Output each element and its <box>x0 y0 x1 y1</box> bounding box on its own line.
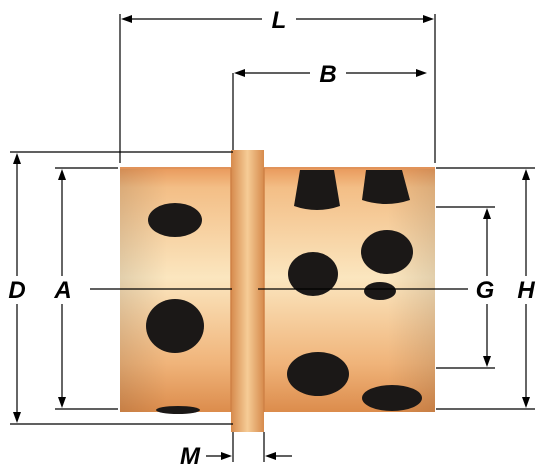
plug <box>364 282 396 300</box>
plug <box>361 230 413 274</box>
extension-lines <box>10 14 535 462</box>
plug <box>156 406 200 414</box>
plug <box>362 385 422 411</box>
collar-groove <box>231 150 264 432</box>
dimension-label-G: G <box>476 277 495 304</box>
dimension-label-A: A <box>53 277 71 304</box>
plug <box>294 170 340 210</box>
plug <box>287 352 349 396</box>
dimension-label-D: D <box>8 277 25 304</box>
lubricant-plugs <box>146 170 422 414</box>
dimension-label-H: H <box>517 277 535 304</box>
plug <box>288 252 338 296</box>
plug <box>362 170 410 204</box>
dimension-label-L: L <box>272 7 287 34</box>
dimension-label-B: B <box>319 61 336 88</box>
plug <box>148 203 202 237</box>
dimension-label-M: M <box>180 443 201 466</box>
dimension-lines <box>13 15 530 460</box>
plug <box>146 299 204 353</box>
